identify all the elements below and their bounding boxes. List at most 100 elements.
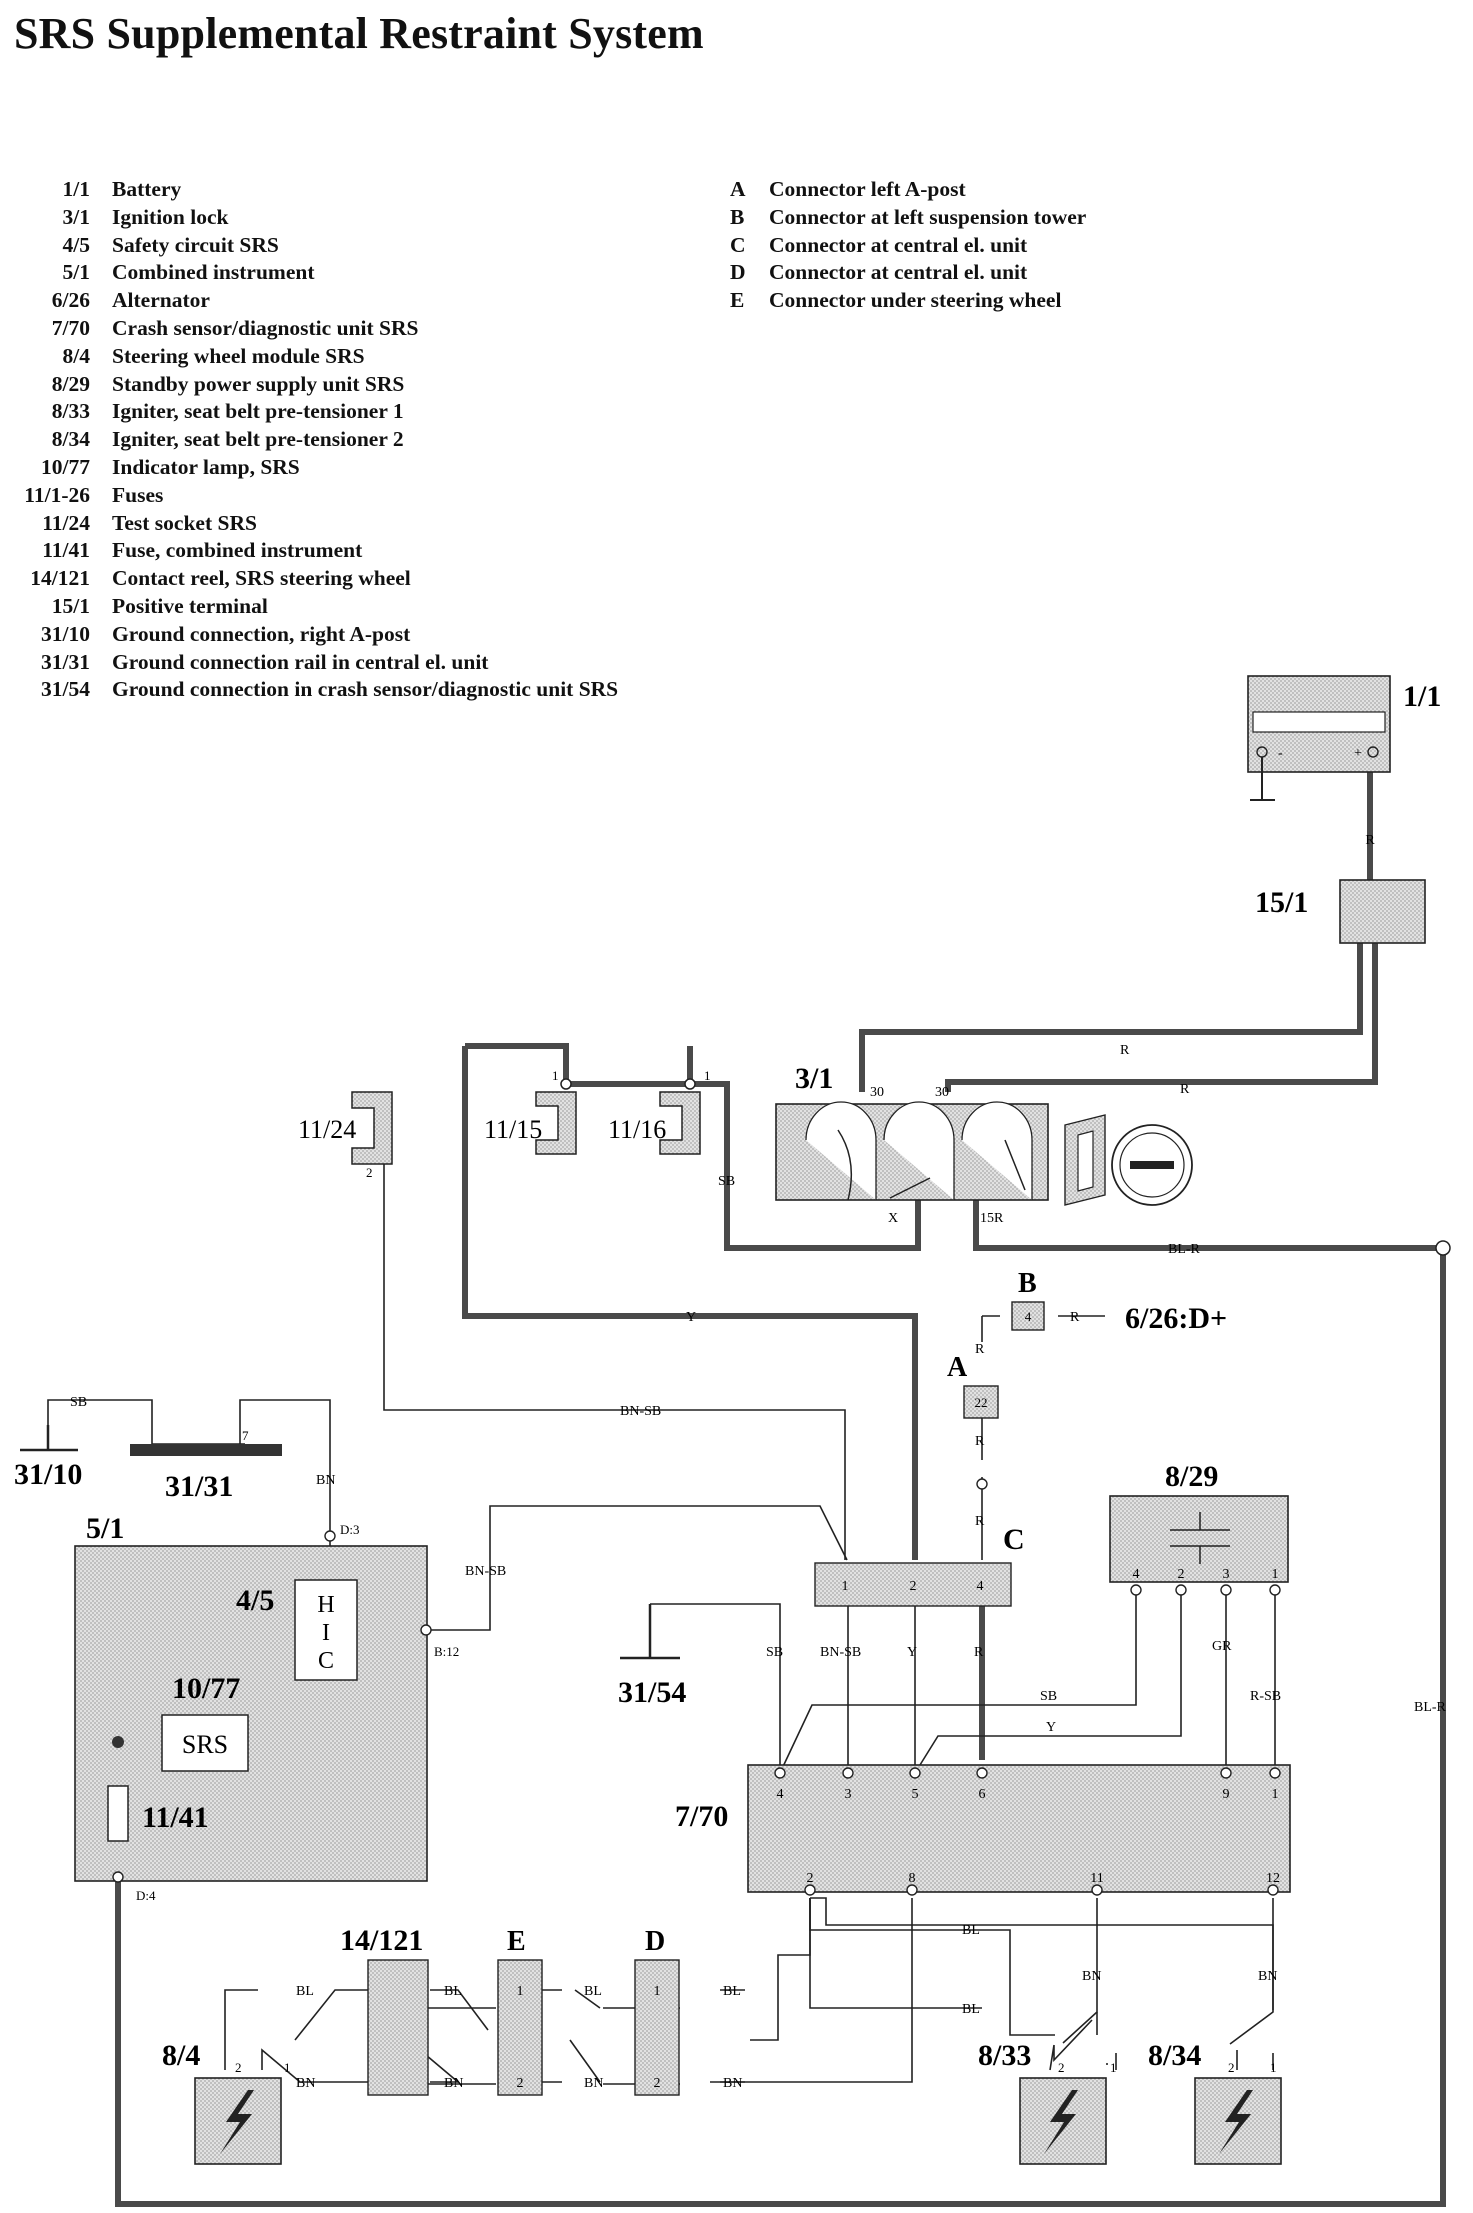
wire-label-bn-7: BN: [296, 2076, 315, 2091]
legend-code: 3/1: [62, 204, 90, 229]
legend-row: 3/1 Ignition lock: [0, 204, 618, 232]
hic-c: C: [318, 1648, 334, 1674]
legend-label: Indicator lamp, SRS: [112, 454, 300, 479]
legend-label: Steering wheel module SRS: [112, 343, 365, 368]
wire-label-bl-1: BL: [962, 1923, 980, 1938]
conn-c-pin-1: 1: [842, 1579, 849, 1594]
legend-label: Fuses: [112, 482, 164, 507]
legend-label: Igniter, seat belt pre-tensioner 1: [112, 399, 404, 424]
positive-terminal: 15/1: [1255, 879, 1426, 944]
legend-label: Connector left A-post: [769, 177, 966, 201]
conn-c-label: C: [1003, 1523, 1025, 1556]
ground-rail-label: 31/31: [165, 1470, 233, 1503]
hic-h: H: [317, 1592, 334, 1618]
ground-crash: 31/54: [618, 1604, 686, 1709]
conn-e-pin-1: 1: [517, 1984, 524, 1999]
wire-bn-sb-socket: [383, 1157, 846, 1560]
contact-reel-label: 14/121: [340, 1924, 423, 1957]
igniter-2-pin-1: 1: [1270, 2060, 1277, 2075]
lamp-text: SRS: [182, 1730, 228, 1759]
conn-a-label: A: [947, 1352, 968, 1383]
ground-crash-label: 31/54: [618, 1676, 686, 1709]
wire-label-bl-5: BL: [444, 1984, 462, 1999]
wire-rail-bn: [239, 1399, 331, 1534]
wire-15-1-to-ign-30a: [859, 915, 1363, 1092]
legend-code: 8/34: [51, 427, 90, 452]
combined-instrument: 5/1 D:3 B:12 D:4 BN-SB H I C 4/5 10/77 S…: [74, 1512, 506, 1903]
connector-e: E 1 2: [497, 1926, 543, 2096]
wire-label-bn-5: BN: [584, 2076, 603, 2091]
wire-reel-to-module: [224, 1989, 368, 2070]
legend-code: C: [730, 232, 746, 257]
legend-code: 7/70: [51, 315, 90, 340]
legend-label: Battery: [112, 177, 182, 201]
legend-label: Fuse, combined instrument: [112, 538, 363, 563]
legend-label: Connector at central el. unit: [769, 260, 1028, 285]
legend-label: Positive terminal: [112, 593, 268, 618]
ign-pin-x: X: [888, 1211, 898, 1226]
legend-label: Safety circuit SRS: [112, 232, 279, 257]
conn-a-pin: 22: [975, 1395, 988, 1410]
wire-igniter1-2: [1049, 2019, 1093, 2071]
lightning-icon: [1044, 2090, 1078, 2154]
crash-pin-11: 11: [1090, 1871, 1103, 1886]
wire-label-bn-sb-3: BN-SB: [820, 1645, 861, 1660]
conn-b-pin: 4: [1025, 1309, 1032, 1324]
standby-unit-label: 8/29: [1165, 1460, 1218, 1493]
wire-label-r-sb: R-SB: [1250, 1689, 1281, 1704]
connector-c: 1 2 4 C: [814, 1523, 1025, 1607]
igniter-1-label: 8/33: [978, 2039, 1031, 2072]
legend-code: E: [730, 288, 745, 313]
wire-label-y-2: Y: [907, 1645, 917, 1660]
wire-label-r-7: R: [975, 1514, 985, 1529]
ign-pin-15r: 15R: [980, 1211, 1004, 1226]
safety-circuit-label: 4/5: [236, 1584, 274, 1617]
crash-pin-8: 8: [909, 1871, 916, 1886]
legend-code: 11/1-26: [24, 482, 90, 507]
fuse-11-16-pin: 1: [704, 1068, 711, 1083]
legend-code: 11/24: [42, 510, 90, 535]
socket-pin: 2: [366, 1165, 373, 1180]
legend-label: Connector at left suspension tower: [769, 204, 1087, 229]
wire-label-bl-6: BL: [296, 1984, 314, 1999]
fuse-instr-label: 11/41: [142, 1801, 209, 1834]
conn-e-label: E: [507, 1926, 526, 1957]
battery-plus-label: +: [1354, 746, 1362, 761]
legend-label: Ignition lock: [112, 204, 229, 229]
wire-label-r-4: R: [1070, 1310, 1080, 1325]
wire-label-r-3: R: [1180, 1082, 1190, 1097]
ignition-lock: 3/1 30 30 X 15R: [775, 1062, 1193, 1226]
wire-label-y-1: Y: [686, 1310, 696, 1325]
igniter-1: 8/33 2 1: [978, 2039, 1117, 2165]
ground-a-post: SB 31/10: [14, 1395, 87, 1491]
contact-reel: 14/121: [340, 1924, 429, 2096]
wire-label-bn-sb-2: BN-SB: [465, 1564, 506, 1579]
wire-crash-12-bn: [1229, 1898, 1274, 2045]
wire-label-r-6: R: [975, 1434, 985, 1449]
crash-pin-9: 9: [1223, 1787, 1230, 1802]
connector-b: 4 B R 6/26:D+: [1011, 1268, 1227, 1335]
legend-code: 14/121: [30, 566, 90, 591]
page-title: SRS Supplemental Restraint System: [14, 9, 704, 58]
wire-label-r-5: R: [975, 1342, 985, 1357]
steering-module-label: 8/4: [162, 2039, 200, 2072]
pin-b12: B:12: [434, 1644, 459, 1659]
legend-code: 8/29: [51, 371, 90, 396]
wire-fuse15-top: [465, 1043, 569, 1084]
legend-code: D: [730, 260, 746, 285]
battery-label: 1/1: [1403, 680, 1441, 713]
wire-reel-to-e: [430, 1989, 489, 2031]
legend-code: 31/31: [41, 649, 90, 674]
